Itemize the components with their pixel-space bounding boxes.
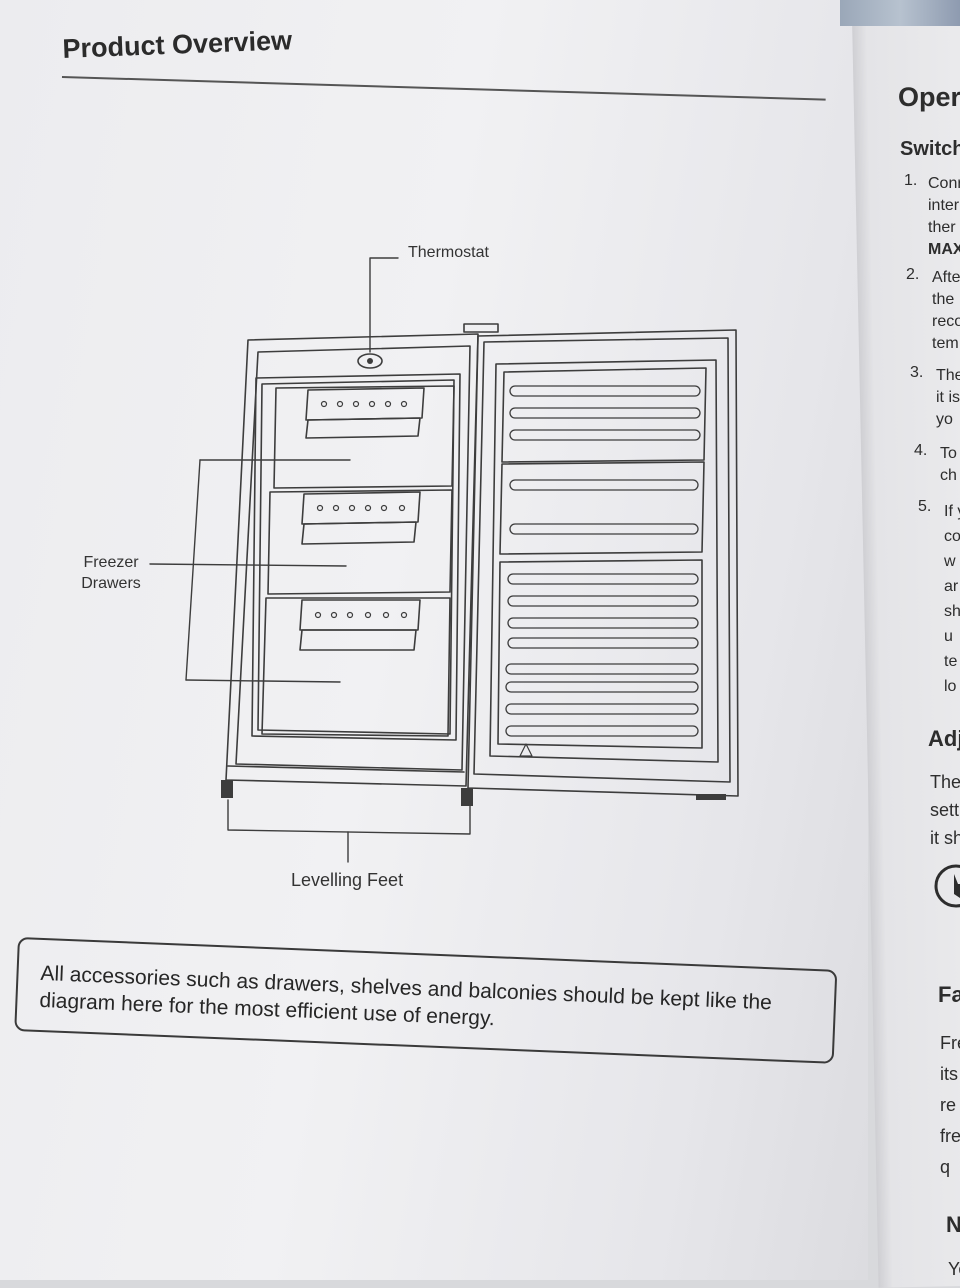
right-page-subheading: Switch: [900, 138, 960, 160]
list-item: To ch: [940, 445, 957, 484]
star-icon: [934, 864, 960, 908]
right-page-heading: Oper: [898, 82, 960, 112]
list-item: Conr inter ther MAX: [928, 175, 960, 258]
freezer-drawer-top: [273, 385, 455, 489]
levelling-feet-icons: [221, 780, 726, 806]
door-hinge: [463, 323, 499, 333]
thermostat-dial: [357, 353, 383, 369]
list-item: The it is yo: [936, 367, 960, 428]
freezer-drawer-bottom: [261, 597, 451, 737]
energy-notice-text: All accessories such as drawers, shelves…: [39, 961, 773, 1031]
section-heading-adjust: Adj: [928, 726, 960, 751]
list-item: Afte the reco tem: [932, 269, 960, 352]
list-item-number: 1.: [904, 172, 918, 189]
section-text-fast: Fre its re fre q: [940, 1033, 960, 1177]
list-item-number: 3.: [910, 364, 924, 381]
levelling-feet-label: Levelling Feet: [291, 870, 404, 890]
manual-left-page: [0, 0, 868, 1280]
freezer-drawers-label: Freezer Drawers: [78, 552, 144, 594]
thermostat-label: Thermostat: [408, 244, 489, 261]
list-item-number: 4.: [914, 442, 928, 459]
freezer-drawers-label-line1: Freezer: [83, 554, 139, 571]
section-text-adjust: The sett it sh: [930, 772, 960, 848]
freezer-drawers-label-line2: Drawers: [81, 575, 141, 592]
list-item-number: 5.: [918, 498, 932, 515]
freezer-cabinet: [225, 333, 479, 787]
freezer-door: [467, 329, 739, 797]
freezer-drawer-middle: [267, 489, 453, 595]
section-heading-fast: Fa: [938, 982, 960, 1007]
list-item: If y co w ar sh u te lo: [944, 503, 960, 695]
callout-lines: [149, 257, 471, 863]
section-text-n: Yo: [948, 1259, 960, 1279]
section-heading-n: N: [946, 1212, 960, 1237]
list-item-number: 2.: [906, 266, 920, 283]
background-fabric: [840, 0, 960, 26]
